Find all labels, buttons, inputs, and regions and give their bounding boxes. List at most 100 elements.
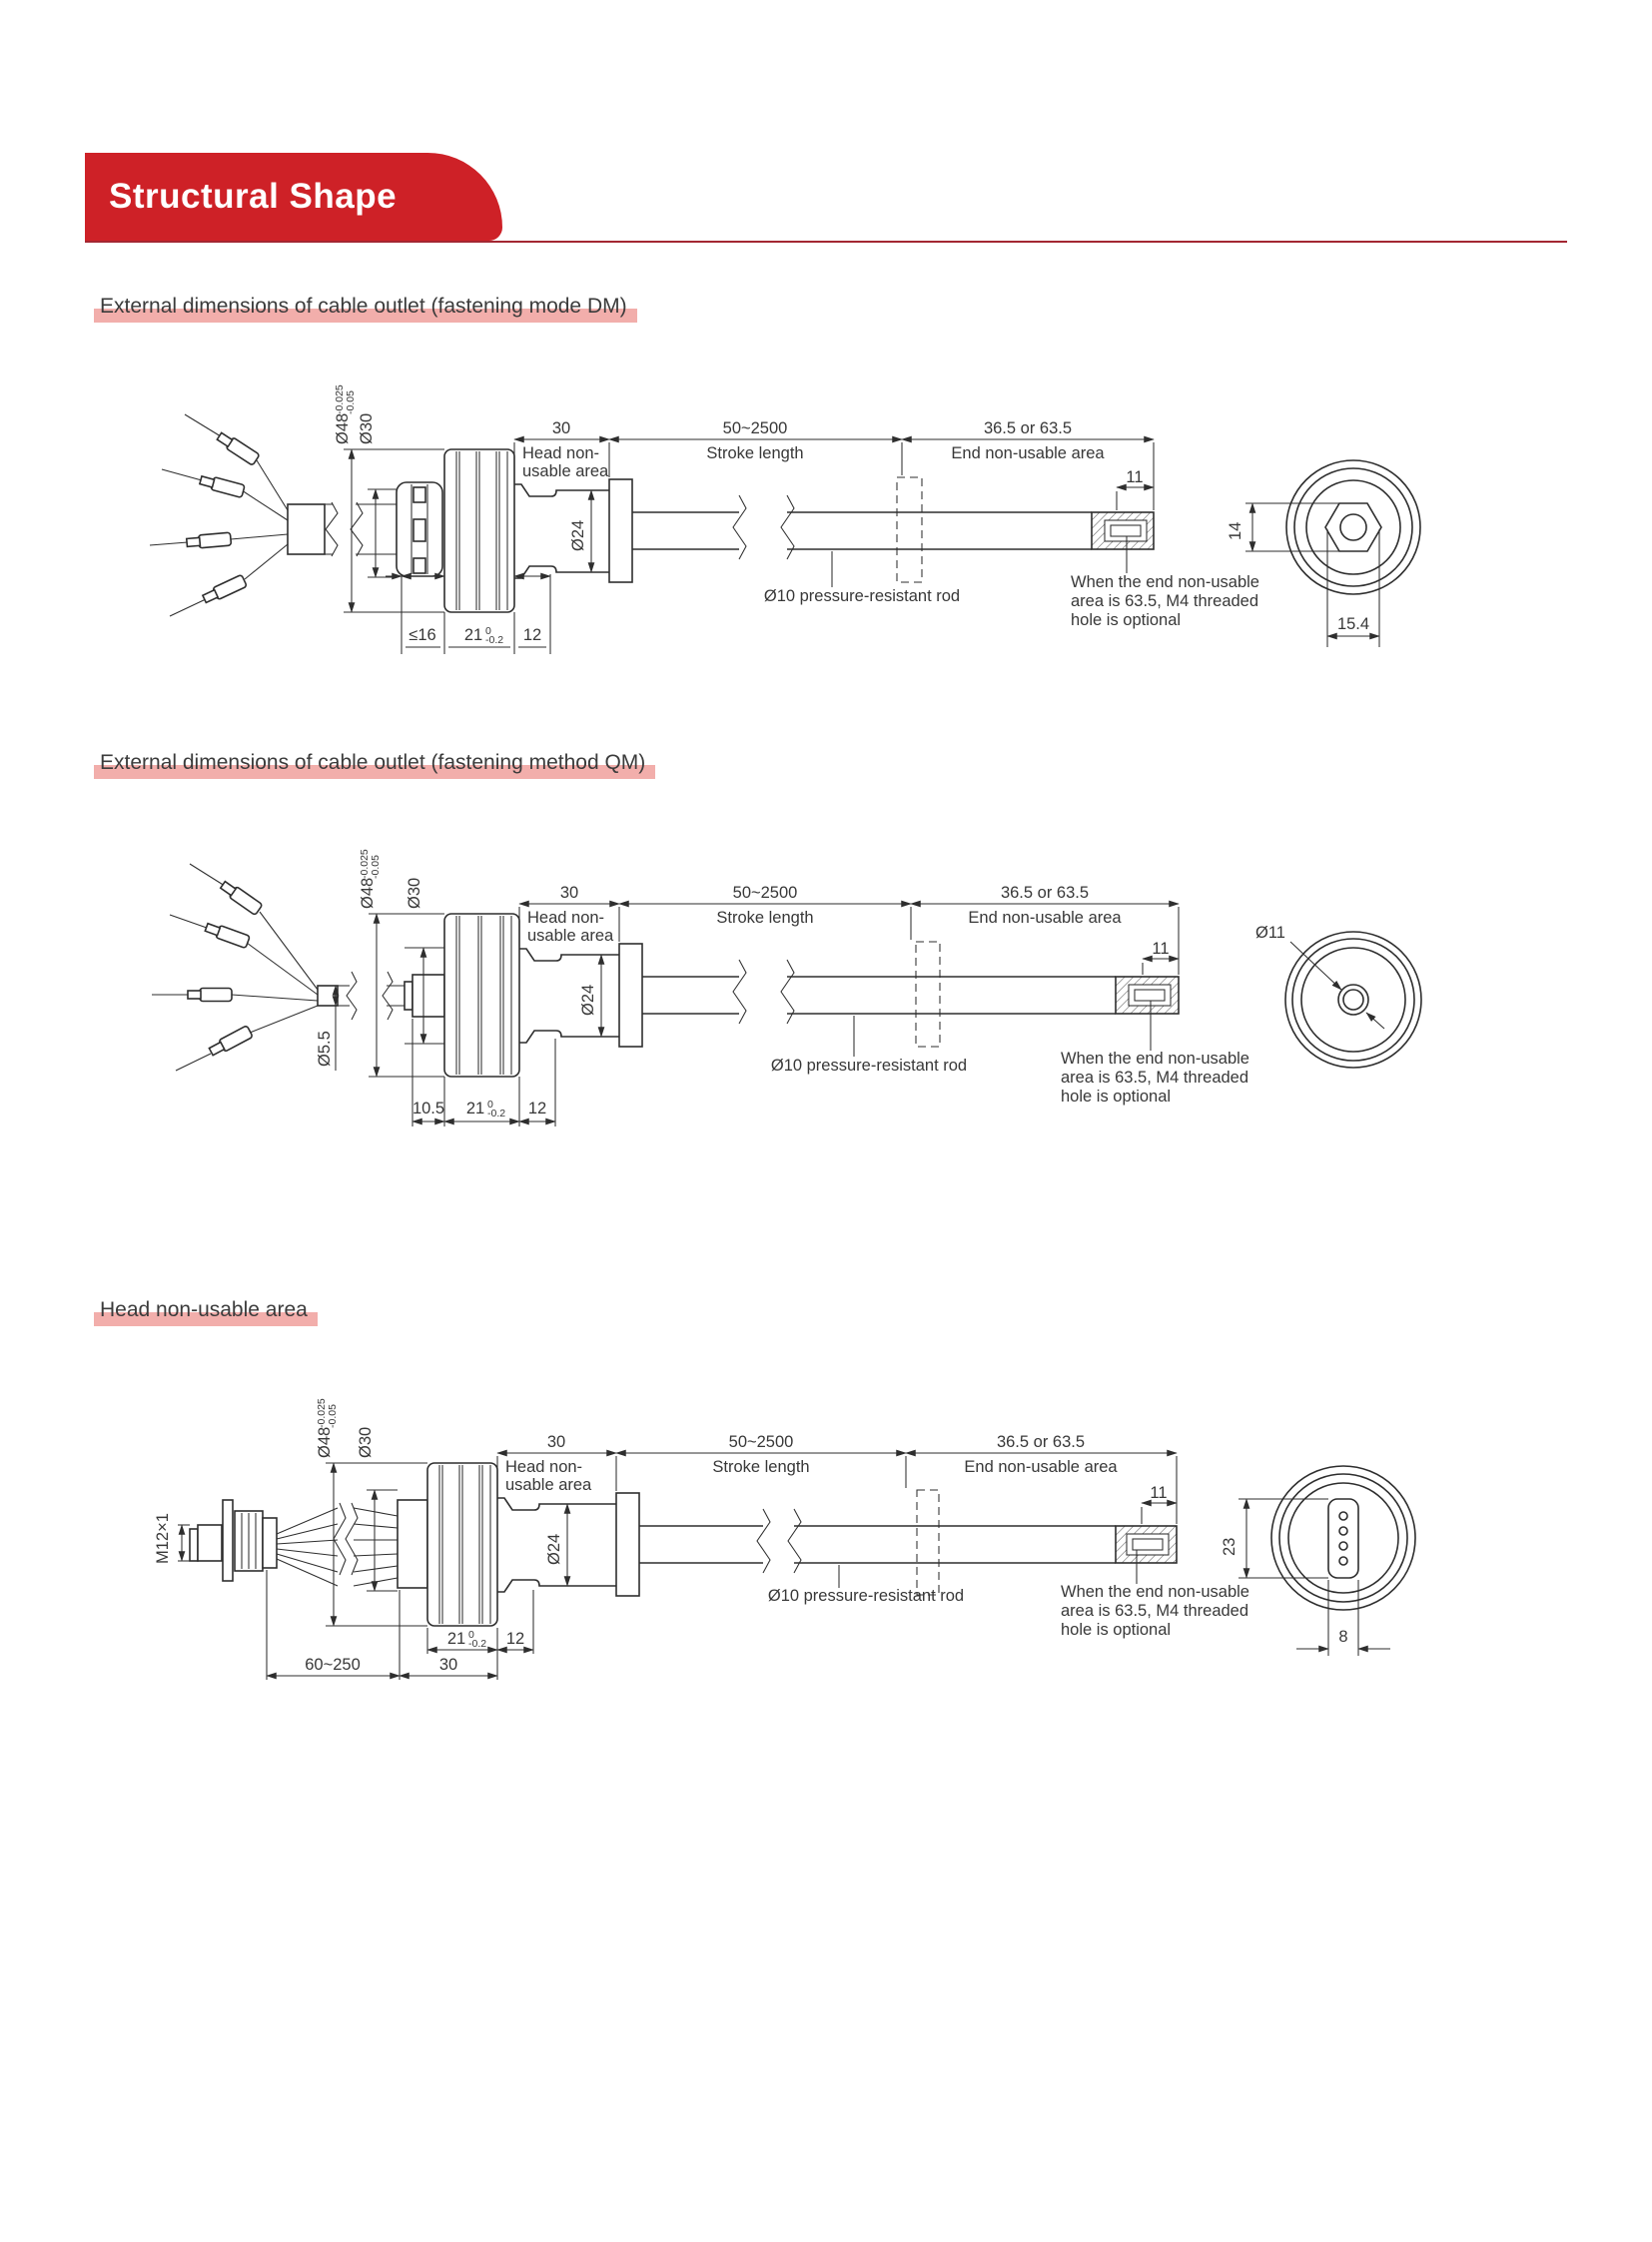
svg-text:0: 0 — [468, 1629, 474, 1641]
dim-slot-w: 8 — [1338, 1628, 1347, 1646]
dim-m12: M12×1 — [154, 1513, 172, 1564]
qm-wire-leads — [152, 863, 319, 1072]
qm-top-dimensions: 30 50~2500 36.5 or 63.5 Head non- usable… — [518, 884, 1180, 975]
dim-stroke: 50~2500 — [723, 419, 788, 437]
svg-text:12: 12 — [506, 1630, 524, 1648]
head-m12-connector: M12×1 — [154, 1499, 278, 1582]
dim-nut-flat: 14 — [1227, 522, 1244, 540]
page-title: Structural Shape — [109, 177, 398, 216]
svg-text:11: 11 — [1152, 940, 1169, 958]
dim-dia48: Ø48 — [334, 413, 352, 444]
svg-text:Ø10 pressure-resistant rod: Ø10 pressure-resistant rod — [771, 1057, 967, 1075]
svg-text:When the end non-usable: When the end non-usable — [1061, 1583, 1249, 1601]
qm-note: When the end non-usable area is 63.5, M4… — [1061, 1050, 1249, 1106]
svg-text:Ø24: Ø24 — [545, 1534, 563, 1565]
dm-top-dimensions: 30 50~2500 36.5 or 63.5 Head non- usable… — [513, 419, 1155, 510]
dim-cable-length: 60~250 — [305, 1656, 361, 1674]
dm-cable-break — [325, 501, 397, 557]
dm-magnet-ghost — [896, 476, 923, 583]
dm-flange — [608, 478, 633, 583]
caption-stroke: Stroke length — [706, 444, 803, 462]
svg-text:11: 11 — [1150, 1484, 1167, 1502]
head-magnet-ghost — [916, 1489, 940, 1596]
svg-text:50~2500: 50~2500 — [733, 884, 798, 902]
head-flange — [615, 1492, 640, 1597]
head-connector-slot — [1327, 1498, 1359, 1579]
dm-hex-nut — [1324, 502, 1382, 552]
dm-end-view: 14 15.4 — [1227, 459, 1421, 647]
page-banner: Structural Shape — [85, 153, 502, 241]
head-top-dimensions: 30 50~2500 36.5 or 63.5 Head non- usable… — [496, 1433, 1178, 1524]
svg-text:Stroke length: Stroke length — [712, 1458, 809, 1476]
svg-text:30: 30 — [560, 884, 578, 902]
svg-text:21: 21 — [447, 1630, 465, 1648]
dim-head-total: 30 — [439, 1656, 457, 1674]
dim-gland-max: ≤16 — [409, 626, 435, 644]
dm-side-view: 30 50~2500 36.5 or 63.5 Head non- usable… — [149, 384, 1259, 654]
svg-text:Ø24: Ø24 — [579, 985, 597, 1016]
svg-text:10.5: 10.5 — [413, 1100, 444, 1118]
svg-text:12: 12 — [528, 1100, 546, 1118]
caption-head-area-2: usable area — [522, 462, 609, 480]
svg-text:usable area: usable area — [527, 927, 614, 945]
qm-side-view: Ø5.5 — [152, 849, 1249, 1126]
dim-dia11: Ø11 — [1255, 924, 1285, 942]
dim-band21-tol-upper: 0 — [485, 625, 491, 637]
dm-note: When the end non-usable area is 63.5, M4… — [1071, 573, 1259, 629]
dm-neck-and-rod — [514, 476, 1155, 583]
dim-slot-h: 23 — [1221, 1538, 1239, 1556]
svg-text:36.5 or 63.5: 36.5 or 63.5 — [997, 1433, 1085, 1451]
diagram-dm-drawing: 30 50~2500 36.5 or 63.5 Head non- usable… — [149, 384, 1421, 654]
dm-cable-gland — [396, 481, 443, 577]
svg-text:0: 0 — [487, 1099, 493, 1111]
dm-bottom-dimensions: ≤16 21 0 -0.2 12 — [386, 572, 551, 654]
head-end-view: 23 8 — [1221, 1465, 1416, 1656]
svg-text:area is 63.5, M4 threaded: area is 63.5, M4 threaded — [1061, 1069, 1248, 1087]
qm-flange — [618, 943, 643, 1048]
svg-text:36.5 or 63.5: 36.5 or 63.5 — [1001, 884, 1089, 902]
svg-text:area is 63.5, M4 threaded: area is 63.5, M4 threaded — [1071, 592, 1258, 610]
dim-band21: 21 — [464, 626, 482, 644]
dim-band21-tol-lower: -0.2 — [485, 634, 503, 646]
svg-text:Stroke length: Stroke length — [716, 909, 813, 927]
dim-nut-across: 15.4 — [1337, 615, 1369, 633]
head-neck-and-rod — [497, 1489, 1178, 1597]
svg-text:Ø30: Ø30 — [357, 1427, 375, 1458]
qm-end-view: Ø11 — [1255, 924, 1422, 1069]
qm-diameter-dimensions: Ø48 -0.025 -0.05 Ø30 Ø24 — [359, 849, 605, 1078]
svg-text:Head non-: Head non- — [527, 909, 604, 927]
head-wire-bundle — [276, 1502, 399, 1587]
svg-text:-0.2: -0.2 — [487, 1108, 505, 1120]
head-boss — [397, 1499, 428, 1589]
svg-text:hole is optional: hole is optional — [1061, 1621, 1171, 1639]
head-rod-end — [1115, 1525, 1178, 1564]
head-diameter-dimensions: Ø48 -0.025 -0.05 Ø30 Ø24 — [316, 1398, 571, 1627]
svg-text:hole is optional: hole is optional — [1071, 611, 1181, 629]
svg-text:-0.2: -0.2 — [468, 1638, 486, 1650]
svg-text:usable area: usable area — [505, 1476, 592, 1494]
svg-text:-0.025: -0.025 — [359, 849, 371, 879]
dim-dia5-5: Ø5.5 — [316, 1031, 334, 1067]
svg-text:End non-usable area: End non-usable area — [964, 1458, 1118, 1476]
head-sensor-body — [426, 1462, 498, 1627]
dim-band12: 12 — [523, 626, 541, 644]
svg-text:When the end non-usable: When the end non-usable — [1061, 1050, 1249, 1068]
section-title-head: Head non-usable area — [94, 1298, 318, 1326]
caption-head-area-1: Head non- — [522, 444, 599, 462]
diagram-head-drawing: M12×1 — [154, 1398, 1416, 1680]
svg-text:Ø48: Ø48 — [359, 878, 377, 909]
qm-rod-end — [1115, 976, 1180, 1015]
dm-cable-sheath — [287, 503, 326, 555]
svg-text:-0.025: -0.025 — [316, 1398, 328, 1428]
dm-wire-leads — [149, 413, 289, 617]
head-bottom-dimensions: 21 0 -0.2 12 60~250 30 — [266, 1570, 534, 1680]
qm-sensor-body — [443, 913, 520, 1078]
svg-text:30: 30 — [547, 1433, 565, 1451]
qm-cable-dim: Ø5.5 — [316, 985, 340, 1071]
head-note: When the end non-usable area is 63.5, M4… — [1061, 1583, 1249, 1639]
qm-neck-and-rod — [519, 941, 1180, 1048]
svg-text:Head non-: Head non- — [505, 1458, 582, 1476]
dim-head-length: 30 — [552, 419, 570, 437]
section-title-qm: External dimensions of cable outlet (fas… — [93, 751, 656, 779]
